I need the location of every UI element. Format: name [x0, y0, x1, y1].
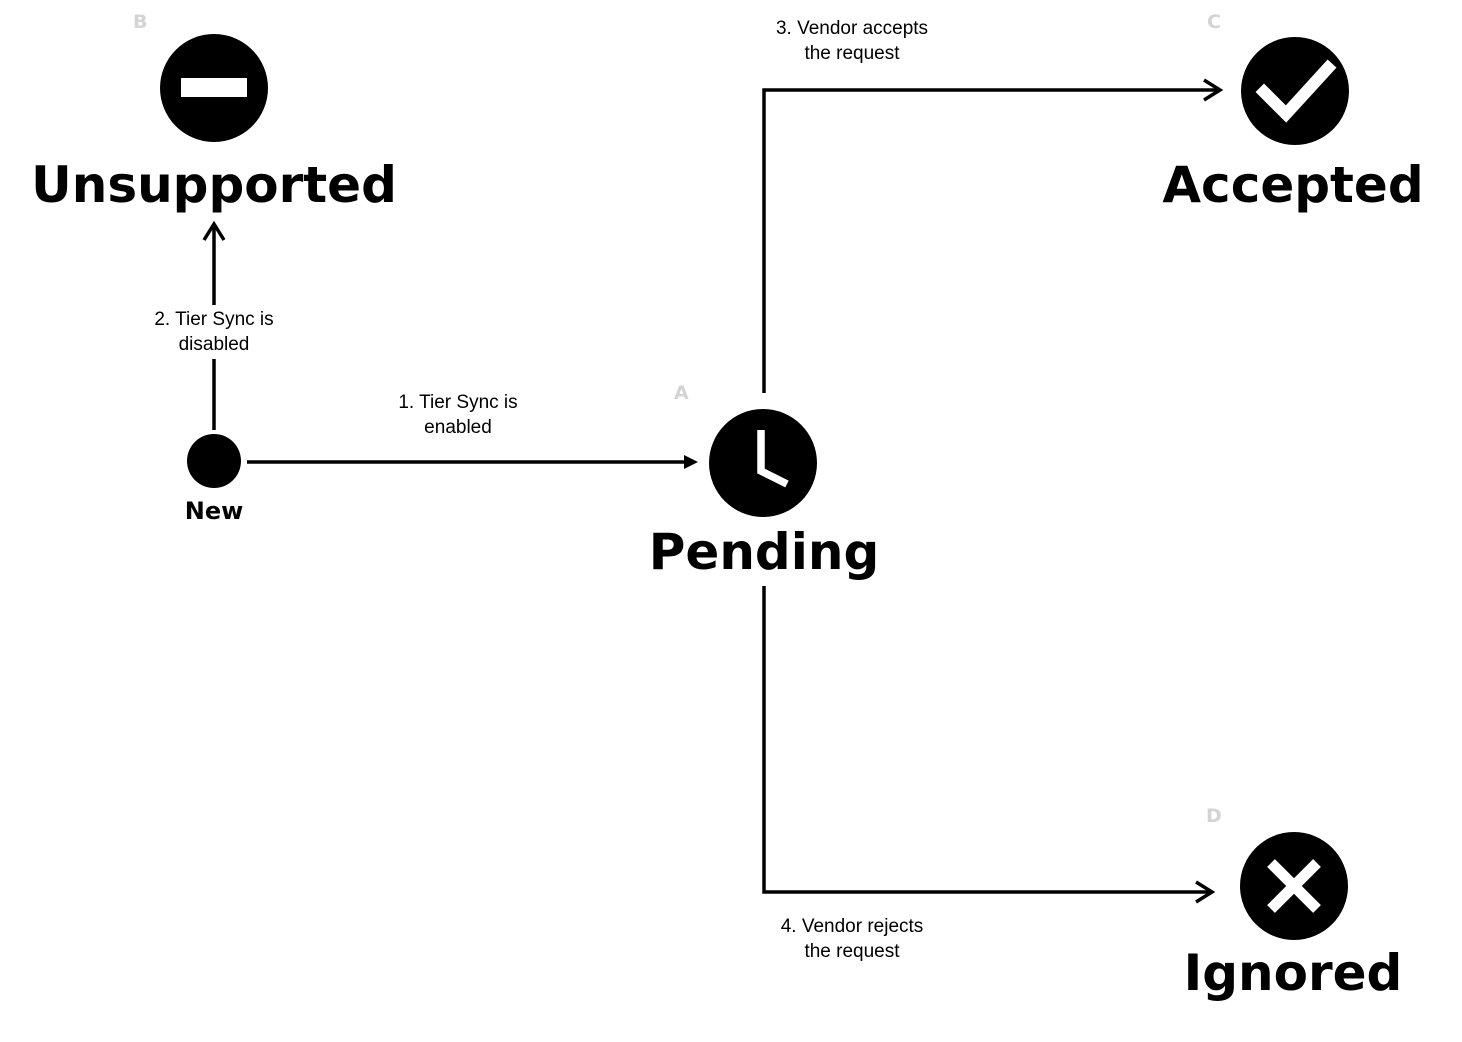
arrowhead-accepted [1203, 78, 1224, 102]
arrowhead-pending [684, 455, 698, 469]
transition-label-line: 1. Tier Sync is [398, 392, 518, 413]
transition-label-line: 2. Tier Sync is [154, 309, 274, 330]
transition-label-line: the request [804, 43, 900, 64]
transition-label-enable: 1. Tier Sync is enabled [398, 390, 517, 440]
transition-label-line: 4. Vendor rejects [780, 916, 924, 937]
state-letter-ignored: D [1206, 805, 1222, 827]
start-dot-icon [187, 434, 241, 488]
transition-label-line: enabled [424, 417, 492, 438]
transition-label-line: 3. Vendor accepts [775, 18, 929, 39]
arrowhead-ignored [1195, 880, 1216, 904]
state-title-pending: Pending [648, 523, 880, 581]
transition-label-disable: 2. Tier Sync is disabled [154, 305, 274, 359]
arrow-pending-to-accepted [762, 88, 1218, 393]
state-title-ignored: Ignored [1183, 944, 1403, 1002]
state-letter-pending: A [674, 382, 689, 404]
state-title-accepted: Accepted [1162, 156, 1424, 214]
x-circle-icon [1240, 832, 1348, 940]
transition-label-reject: 4. Vendor rejects the request [781, 914, 924, 964]
state-letter-unsupported: B [133, 11, 148, 33]
check-circle-icon [1241, 37, 1349, 145]
state-letter-accepted: C [1207, 11, 1221, 33]
clock-icon [709, 409, 817, 517]
state-title-unsupported: Unsupported [31, 156, 397, 214]
transition-label-accept: 3. Vendor accepts the request [776, 16, 928, 66]
transition-label-line: the request [804, 941, 900, 962]
transition-label-line: disabled [178, 334, 250, 355]
arrowhead-unsupported [202, 220, 226, 241]
arrow-pending-to-ignored [762, 586, 1210, 894]
minus-circle-icon [160, 34, 268, 142]
state-title-new: New [184, 497, 244, 525]
